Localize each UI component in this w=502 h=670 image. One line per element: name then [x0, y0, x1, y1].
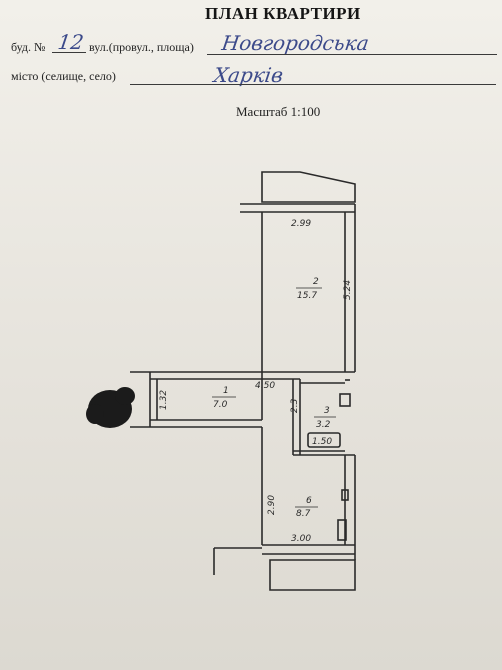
- room-3-area: 3.2: [316, 420, 331, 430]
- building-underline: [52, 52, 86, 53]
- city-label: місто (селище, село): [11, 69, 116, 83]
- room-3-number: 3: [324, 406, 330, 416]
- dim-bath-width: 2.3: [290, 398, 300, 413]
- bathtub: [307, 432, 341, 448]
- dim-top-width: 2.99: [291, 219, 311, 229]
- scale-label: Масштаб 1:100: [236, 104, 321, 119]
- room-2-area: 15.7: [297, 291, 317, 301]
- stove: [337, 519, 347, 541]
- dim-kitchen-depth: 2.90: [267, 495, 277, 515]
- dim-left-width: 1.32: [159, 390, 169, 410]
- room-6-area: 8.7: [296, 509, 311, 519]
- room-1-area: 7.0: [213, 400, 228, 410]
- street-label: вул.(провул., площа): [89, 40, 194, 54]
- room-1-number: 1: [223, 386, 229, 396]
- ink-blot: [86, 387, 135, 428]
- document-title: ПЛАН КВАРТИРИ: [205, 4, 361, 23]
- street-underline: [207, 54, 497, 55]
- dim-kitchen-width: 3.00: [291, 534, 311, 544]
- lower-balcony: [269, 559, 356, 591]
- dim-corridor-width: 4.50: [255, 381, 275, 391]
- building-label: буд. №: [11, 40, 46, 54]
- room-6-number: 6: [306, 496, 312, 506]
- city-underline: [130, 84, 496, 85]
- room-2-number: 2: [313, 277, 319, 287]
- balcony-outline: [261, 171, 356, 203]
- dim-right-length: 5.24: [343, 280, 353, 300]
- dim-tub: 1.50: [312, 437, 332, 447]
